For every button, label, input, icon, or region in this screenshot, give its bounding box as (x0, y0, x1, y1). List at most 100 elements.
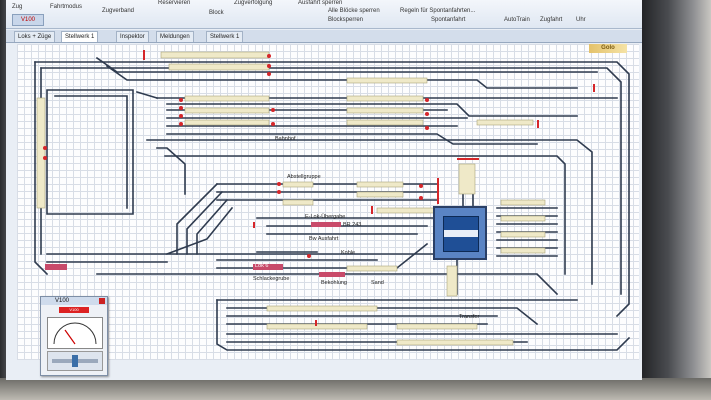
track-mid-ramp-3 (196, 198, 229, 255)
track-bekohlung (216, 242, 429, 269)
block-24 (266, 305, 378, 312)
block-11 (36, 97, 46, 209)
buffer-stop-3 (537, 120, 539, 128)
block-21 (458, 163, 476, 195)
block-2 (168, 63, 270, 71)
track-yard-8 (166, 133, 538, 145)
ribbon-item[interactable]: Ausfahrt sperren (298, 0, 343, 6)
label-bahnhof: Bahnhof (275, 136, 296, 142)
block-5 (184, 119, 270, 126)
ribbon-item[interactable]: Reservieren (158, 0, 191, 6)
ribbon-item[interactable]: Zug (12, 4, 23, 10)
track-left-vertical (34, 61, 49, 276)
ribbon-item[interactable]: Regeln für Spontanfahrten... (400, 8, 476, 14)
throttle-slider[interactable] (48, 352, 102, 370)
block-9 (346, 77, 428, 84)
block-14 (356, 191, 404, 198)
buffer-stop-8 (315, 320, 317, 326)
block-6 (346, 95, 424, 102)
tab-3[interactable]: Meldungen (156, 31, 194, 42)
track-yard-1 (95, 56, 598, 73)
tab-0[interactable]: Loks + Züge (14, 31, 56, 42)
track-layout (34, 50, 631, 351)
signal-11 (425, 112, 429, 116)
block-3 (184, 95, 270, 102)
signal-15 (277, 182, 281, 186)
turntable-disc (443, 216, 479, 252)
close-icon[interactable] (99, 298, 105, 304)
track-outer-loop-top (34, 61, 630, 318)
occupied-block-elok (311, 222, 341, 227)
tab-2[interactable]: Inspektor (116, 31, 149, 42)
block-1 (160, 51, 270, 59)
block-17 (500, 199, 546, 206)
signal-9 (271, 122, 275, 126)
throttle-controls[interactable] (47, 351, 103, 371)
track-yard-9 (136, 91, 158, 99)
ribbon-item[interactable]: Zugverfolgung (234, 0, 273, 6)
tab-4[interactable]: Stellwerk 1 (206, 31, 244, 42)
buffer-stop-2 (593, 84, 595, 92)
signal-8 (271, 108, 275, 112)
track-left-inner-frame-2 (54, 95, 128, 209)
occupied-block-lok6 (253, 264, 283, 270)
buffer-stop-4 (437, 178, 439, 204)
block-22 (446, 265, 458, 297)
throttle-title: V100 (41, 297, 107, 305)
label-abstellgruppe: Abstellgruppe (287, 174, 321, 180)
throttle-loco-button[interactable]: V100 (59, 307, 89, 313)
block-13 (356, 181, 404, 188)
signal-4 (179, 98, 183, 102)
block-18 (500, 215, 546, 222)
block-15 (282, 199, 314, 206)
ribbon-item[interactable]: Blocksperren (328, 17, 364, 23)
ribbon-item[interactable]: Spontanfahrt (431, 17, 466, 23)
ribbon-item[interactable]: Zugverband (102, 8, 135, 14)
quick-access-v100-button[interactable]: V100 (12, 14, 44, 26)
label-lok6: Lok 6 (255, 263, 269, 269)
signal-18 (419, 196, 423, 200)
ribbon-item[interactable]: Fahrtmodus (50, 4, 83, 10)
block-23 (346, 265, 398, 272)
track-bottom-3 (96, 273, 559, 296)
ribbon-item[interactable]: Zugfahrt (540, 17, 563, 23)
block-19 (500, 231, 546, 238)
block-4 (184, 107, 270, 114)
label-kohle: Kohle (341, 250, 356, 256)
occupied-block-left (45, 264, 67, 270)
track-yard-4 (166, 103, 578, 117)
desk-edge (0, 378, 711, 400)
block-20 (500, 247, 546, 254)
block-8 (346, 119, 424, 126)
signal-19 (307, 254, 311, 258)
ribbon-item[interactable]: Uhr (576, 17, 586, 23)
monitor-bezel-right (640, 0, 711, 400)
label-br243: BR 243 (343, 222, 362, 228)
signal-3 (267, 72, 271, 76)
signal-7 (179, 122, 183, 126)
ribbon-item[interactable]: AutoTrain (504, 17, 530, 23)
tab-1[interactable]: Stellwerk 1 (61, 31, 99, 42)
speedometer-gauge (47, 317, 103, 349)
ribbon-item[interactable]: Alle Blöcke sperren (328, 8, 380, 14)
block-16 (376, 207, 436, 214)
signal-12 (425, 126, 429, 130)
block-25 (396, 339, 514, 346)
ribbon-item[interactable]: Block (209, 10, 224, 16)
turntable[interactable] (433, 206, 487, 260)
signal-14 (43, 156, 47, 160)
track-yard-2 (105, 64, 578, 89)
track-diagram-canvas[interactable]: Golo Bahnhof Abstellgruppe E-Lok-Übergab… (17, 44, 639, 360)
track-mid-ramp-4 (165, 206, 234, 256)
buffer-stop-1 (143, 50, 145, 60)
golo-logo: Golo (589, 44, 627, 53)
speedometer-dial (53, 322, 97, 345)
signal-6 (179, 114, 183, 118)
throttle-window[interactable]: V100 V100 (40, 296, 108, 376)
signal-13 (43, 146, 47, 150)
signal-16 (277, 190, 281, 194)
signal-17 (419, 184, 423, 188)
label-bw-ausfahrt: Bw Ausfahrt (309, 236, 339, 242)
buffer-stop-7 (457, 158, 479, 160)
